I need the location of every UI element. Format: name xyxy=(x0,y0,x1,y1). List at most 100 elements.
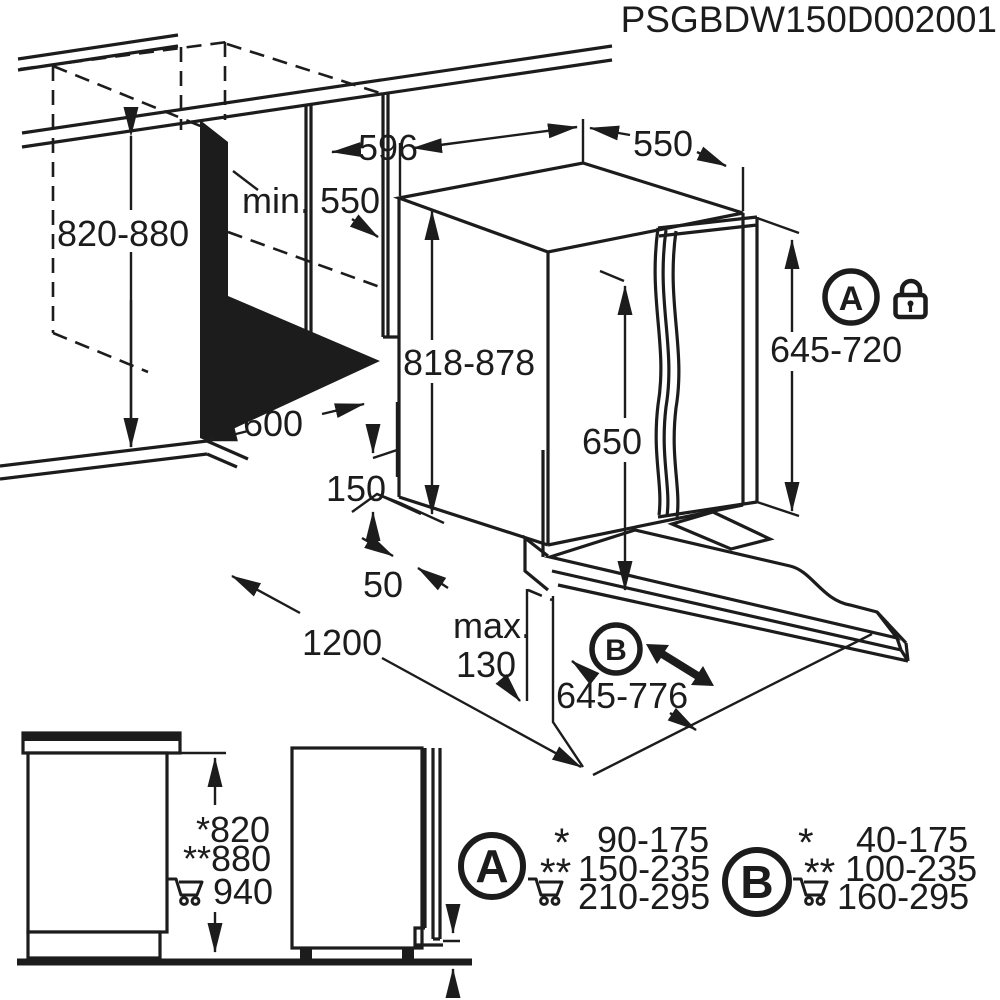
circled-b xyxy=(589,622,643,676)
plinth-recess-label: 50 xyxy=(363,564,403,605)
rear-foot xyxy=(402,948,414,960)
legend-a-row3-value: 210-295 xyxy=(578,876,710,917)
niche-dashed-bottom-left xyxy=(52,331,149,374)
niche-height-label: 820-880 xyxy=(57,213,189,254)
niche-dashed-top-left xyxy=(52,64,204,129)
arrow-left xyxy=(571,660,600,685)
max-label: max. xyxy=(453,605,531,646)
legend-a-row1-marker: * xyxy=(554,821,570,865)
legend-b-row2-value: 100-235 xyxy=(845,848,977,889)
plinth-step-lines xyxy=(351,402,445,525)
side-view-door-step xyxy=(413,926,443,947)
marker-a-with-lock: A xyxy=(822,268,928,326)
dimension-door-height: 650 xyxy=(582,269,642,591)
front-view-figure: *820 **880 940 xyxy=(21,731,273,960)
panel-break-wavy-lines xyxy=(653,227,681,518)
legend-a-letter: A xyxy=(475,840,508,892)
panel-length-label: 645-776 xyxy=(556,675,688,716)
marker-a-letter: A xyxy=(839,280,864,318)
arrow-right xyxy=(321,402,365,419)
dimension-max-plinth-depth: max. 130 xyxy=(453,588,584,768)
dimension-appliance-width: 596 xyxy=(331,119,585,196)
niche-dashed-top-right xyxy=(226,42,384,96)
arrow-upper-left xyxy=(231,574,301,615)
dimension-niche-width: 600 xyxy=(207,402,365,444)
dimension-panel-length: 645-776 xyxy=(556,660,697,732)
niche-depth-label: min. 550 xyxy=(242,180,380,221)
dishwasher-box-group xyxy=(392,161,775,592)
open-door-group xyxy=(543,528,910,777)
plinth-foot-right xyxy=(667,510,775,551)
niche-side-wall-fill xyxy=(200,120,380,441)
dimension-plinth-recess: 50 xyxy=(361,534,449,605)
panel-thickness-edge xyxy=(557,583,910,663)
extension-lines xyxy=(756,216,800,518)
legend-b: B * 40-175 ** 100-235 160-295 xyxy=(722,819,977,917)
shelf-front-edge xyxy=(0,439,249,481)
cabinet-partition-left xyxy=(304,104,313,357)
cart-icon xyxy=(166,877,204,906)
niche-dashed-bottom-back xyxy=(227,230,381,289)
arrow-a xyxy=(361,534,394,558)
niche-width-label: 600 xyxy=(243,403,303,444)
circled-a xyxy=(822,268,880,326)
arrow-lower-right xyxy=(381,656,582,769)
arrow-b xyxy=(417,567,449,591)
max-value: 130 xyxy=(456,644,516,685)
extension-line xyxy=(599,269,625,283)
height-star: *820 xyxy=(196,809,270,850)
height-double-star: **880 xyxy=(183,838,271,879)
legend-a: A * 90-175 ** 150-235 210-295 xyxy=(458,819,710,917)
appliance-width-label: 596 xyxy=(358,127,418,168)
cabinet-niche-group xyxy=(0,33,613,525)
legend-a-circle xyxy=(458,832,526,900)
side-view-body xyxy=(290,746,424,950)
appliance-depth-label: 550 xyxy=(633,123,693,164)
drawing-code: PSGBDW150D002001 xyxy=(621,0,997,40)
dimension-appliance-height: 818-878 xyxy=(403,210,535,515)
dimension-niche-height: 820-880 xyxy=(57,136,189,448)
legend-b-letter: B xyxy=(740,856,773,908)
door-thickness-edge xyxy=(551,569,903,652)
dimension-appliance-depth: 550 xyxy=(589,123,745,211)
legend-b-row3-value: 160-295 xyxy=(837,876,969,917)
legend-a-row2-value: 150-235 xyxy=(578,848,710,889)
furniture-panel-edges xyxy=(657,215,759,519)
front-view-plinth xyxy=(26,930,162,960)
legend-b-row1-marker: * xyxy=(798,821,814,865)
marker-b-with-slide-arrow: B xyxy=(589,622,714,686)
plinth-recess-left xyxy=(523,534,550,592)
door-top-face xyxy=(543,528,902,641)
box-top-face xyxy=(392,161,744,254)
arrow-outer-left xyxy=(331,142,362,158)
dimension-plinth-height: 150 xyxy=(326,424,386,541)
arrow-right xyxy=(696,146,727,168)
legend-b-row1-value: 40-175 xyxy=(856,819,968,860)
lock-icon xyxy=(893,278,928,320)
leader-arrows xyxy=(232,170,378,237)
dimension-front-clearance: 1200 xyxy=(231,574,582,769)
front-view-body xyxy=(26,751,169,934)
floor-edge-line xyxy=(592,632,873,777)
dimension-niche-depth: min. 550 xyxy=(232,170,380,237)
leader-arrow xyxy=(495,674,521,702)
arrow-left xyxy=(589,125,631,141)
niche-dashed-top-back xyxy=(19,40,228,71)
front-foot xyxy=(300,948,312,960)
plinth-height-label: 150 xyxy=(326,468,386,509)
arrow-inner-left xyxy=(412,138,443,154)
legend-a-row2-marker: ** xyxy=(540,851,571,895)
legend-b-circle xyxy=(722,847,792,917)
extension-lines xyxy=(525,589,584,768)
legend-b-row2-marker: ** xyxy=(804,851,835,895)
dimension-panel-height: 645-720 xyxy=(756,216,902,518)
arrow-left xyxy=(207,426,249,443)
arrow-right xyxy=(667,707,697,732)
worktop-fill xyxy=(23,733,180,741)
side-view-door-panel xyxy=(423,748,442,941)
marker-b-letter: B xyxy=(605,634,627,667)
front-clearance-label: 1200 xyxy=(302,622,382,663)
panel-height-label: 645-720 xyxy=(770,329,902,370)
